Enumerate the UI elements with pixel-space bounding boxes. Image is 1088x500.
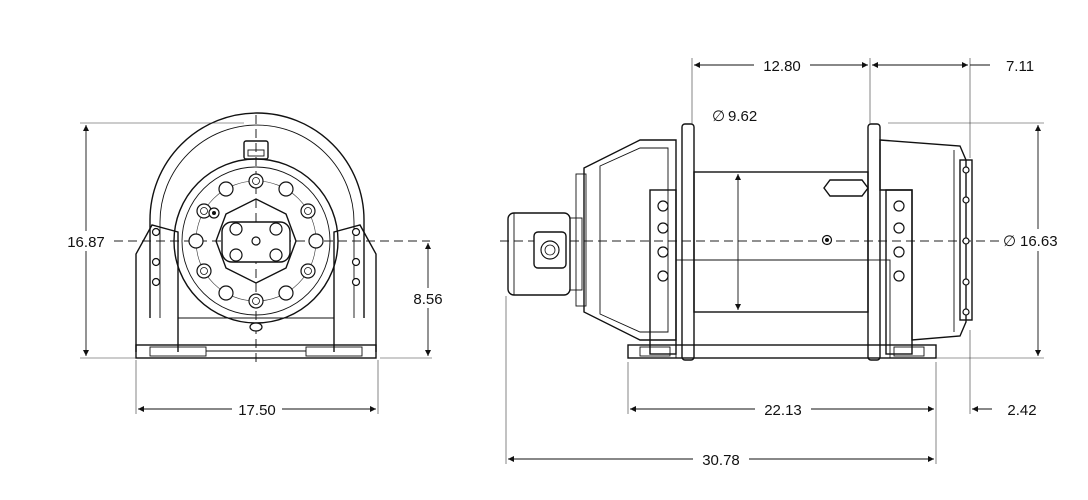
cable-anchor [823,179,869,197]
side-plate-bolts [657,200,905,282]
motor-bolt [269,222,283,236]
dim-overall-length: 30.78 [702,452,740,469]
grease-fitting-center [212,211,216,215]
dim-label-bg [232,399,282,419]
brake-cover [959,159,973,321]
bracket-bolt [151,227,161,237]
motor-bolt [229,248,243,262]
flange-bolt [278,181,294,197]
side-view [500,123,1040,361]
plate-bolt [893,200,905,212]
flange-bolt [248,293,264,309]
dim-label-bg [406,288,450,308]
left-bracket [135,224,179,352]
flange-ring-inner [181,166,331,316]
dim-label-bg [693,449,749,469]
dim-motor-end-length: 7.11 [1006,58,1034,75]
side-base-foot [639,346,671,357]
dim-width: 17.50 [238,402,276,419]
flange-bolt [218,285,234,301]
gear-housing-inner [599,147,669,333]
motor-mount [215,198,297,284]
drum-flange-right [867,123,881,361]
cover-bolt [962,237,970,245]
cover-bolt [962,196,970,204]
flange-bolt [248,173,264,189]
diameter-symbol: ∅ [712,108,725,125]
dim-label-bg [1000,229,1076,251]
dim-rear-offset: 2.42 [1007,402,1036,419]
drum-base-frame [675,259,891,359]
drum-flange-left [681,123,695,361]
bracket-bolt [351,277,361,287]
flange-bolt [196,263,212,279]
flange-bolt [278,285,294,301]
side-view-dimensions: 12.80 7.11 ∅ 9.62 ∅ 16.63 22.13 2.42 30.… [505,55,1076,469]
right-bracket [333,224,377,352]
motor-bolt [229,222,243,236]
flange-bolt [218,181,234,197]
dim-overall-height: 16.87 [67,234,105,251]
drum [693,171,869,313]
dim-drum-width: 12.80 [763,58,801,75]
dim-flange-diameter: 16.63 [1020,233,1058,250]
drum-center-dot [825,238,829,242]
bracket-bolt [151,277,161,287]
housing-inner-outline [159,124,355,318]
plate-bolt [893,270,905,282]
lower-housing [177,317,335,346]
end-view [100,112,430,365]
dim-drum-diameter: 9.62 [728,108,757,125]
motor-shaft [251,236,261,246]
diameter-symbol: ∅ [1003,233,1016,250]
bolt-pattern [188,173,324,309]
top-lug-slot [247,149,265,157]
plate-bolt [657,270,669,282]
flange-bolt [188,233,204,249]
end-view-dimensions: 16.87 8.56 17.50 [62,122,450,419]
brake-housing [879,139,967,341]
bracket-bolt [351,227,361,237]
flange-bolt [308,233,324,249]
cover-bolt [962,166,970,174]
bracket-bolt [151,257,161,267]
plate-bolt [657,200,669,212]
dim-base-length: 22.13 [764,402,802,419]
motor-port [540,240,560,260]
cover-bolt [962,308,970,316]
base-foot-left [149,346,207,357]
dim-axis-height: 8.56 [413,291,442,308]
base-foot-right [305,346,363,357]
side-base-plate [627,344,937,359]
plate-bolt [893,222,905,234]
dim-label-bg [62,231,112,251]
side-base-foot [893,346,925,357]
gear-housing-flange [575,173,587,307]
side-plate-left [649,189,677,355]
motor-bolt [269,248,283,262]
flange-bolt [300,203,316,219]
housing-outline [149,112,365,318]
cover-bolt [962,278,970,286]
plate-bolt [657,246,669,258]
plate-bolt [893,246,905,258]
bracket-bolt [351,257,361,267]
dim-label-bg [754,55,810,75]
drain-plug [249,322,263,332]
flange-bolt [300,263,316,279]
dim-label-bg [755,399,811,419]
plate-bolt [657,222,669,234]
gear-housing [583,139,677,341]
